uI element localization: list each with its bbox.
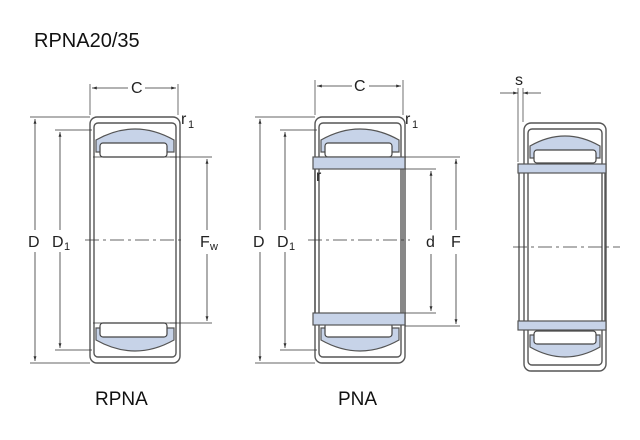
label-subscript: w	[209, 241, 218, 253]
caption-rpna: RPNA	[95, 389, 148, 410]
label-c: C	[354, 78, 366, 95]
label-d-outer: D	[28, 234, 40, 251]
label-d1: D	[277, 234, 289, 251]
label-fw: F	[200, 234, 210, 251]
displacement-drawing: s	[500, 72, 620, 372]
label-f: F	[451, 234, 461, 251]
label-subscript: 1	[64, 241, 70, 253]
label-subscript: 1	[412, 119, 418, 131]
label-c: C	[131, 80, 143, 97]
label-s: s	[515, 72, 523, 89]
label-d1: D	[52, 234, 64, 251]
pna-drawing: C r 1 r D D 1 d F	[253, 78, 461, 364]
label-d-bore: d	[426, 234, 435, 251]
rpna-drawing: C r 1 D D 1 F w	[28, 80, 218, 364]
label-r1: r	[405, 111, 411, 128]
label-r1: r	[181, 111, 187, 128]
label-subscript: 1	[188, 119, 194, 131]
label-d-outer: D	[253, 234, 265, 251]
label-r: r	[316, 168, 322, 185]
designation-title: RPNA20/35	[34, 30, 140, 52]
label-subscript: 1	[289, 241, 295, 253]
caption-pna: PNA	[338, 389, 378, 410]
